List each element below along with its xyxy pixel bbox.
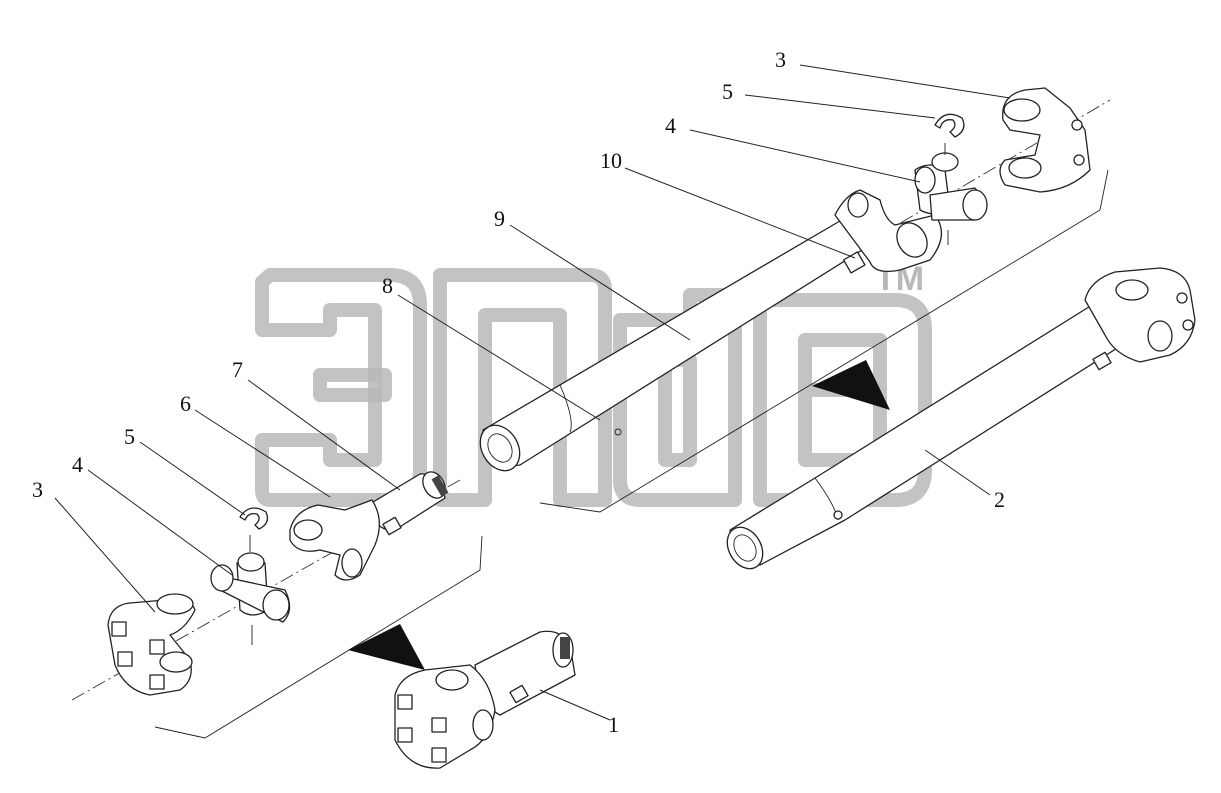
direction-arrows [348,360,890,670]
arrow-upper [812,360,890,410]
upper-ujoint-cross [914,143,988,245]
callout-3-lower: 3 [32,477,43,502]
callout-1: 1 [608,712,619,737]
callout-3-upper: 3 [775,47,786,72]
assembled-shaft-2 [726,267,1196,570]
assembled-shaft-1 [394,630,576,769]
callout-9: 9 [494,206,505,231]
callout-labels: 1 2 3 3 4 4 5 5 6 7 8 9 10 [32,47,1005,737]
callout-6: 6 [180,391,191,416]
arrow-lower [348,624,425,670]
callout-8: 8 [382,273,393,298]
leader-lines [54,64,1011,721]
upper-weld-yoke [834,189,942,273]
callout-2: 2 [994,487,1005,512]
lower-flange-yoke [107,593,196,696]
callout-10: 10 [600,148,622,173]
upper-snap-ring [934,113,965,138]
callout-4-upper: 4 [665,113,676,138]
lower-slip-yoke [289,499,380,581]
callout-5-upper: 5 [722,79,733,104]
upper-shaft-tube [479,217,879,472]
callout-5-lower: 5 [124,424,135,449]
group-brackets [154,169,1109,739]
upper-flange-yoke [999,87,1091,193]
lower-snap-ring [239,507,269,530]
callout-7: 7 [232,357,243,382]
callout-4-lower: 4 [72,452,83,477]
lower-ujoint-cross [210,535,291,645]
lower-tube-section [367,471,449,536]
